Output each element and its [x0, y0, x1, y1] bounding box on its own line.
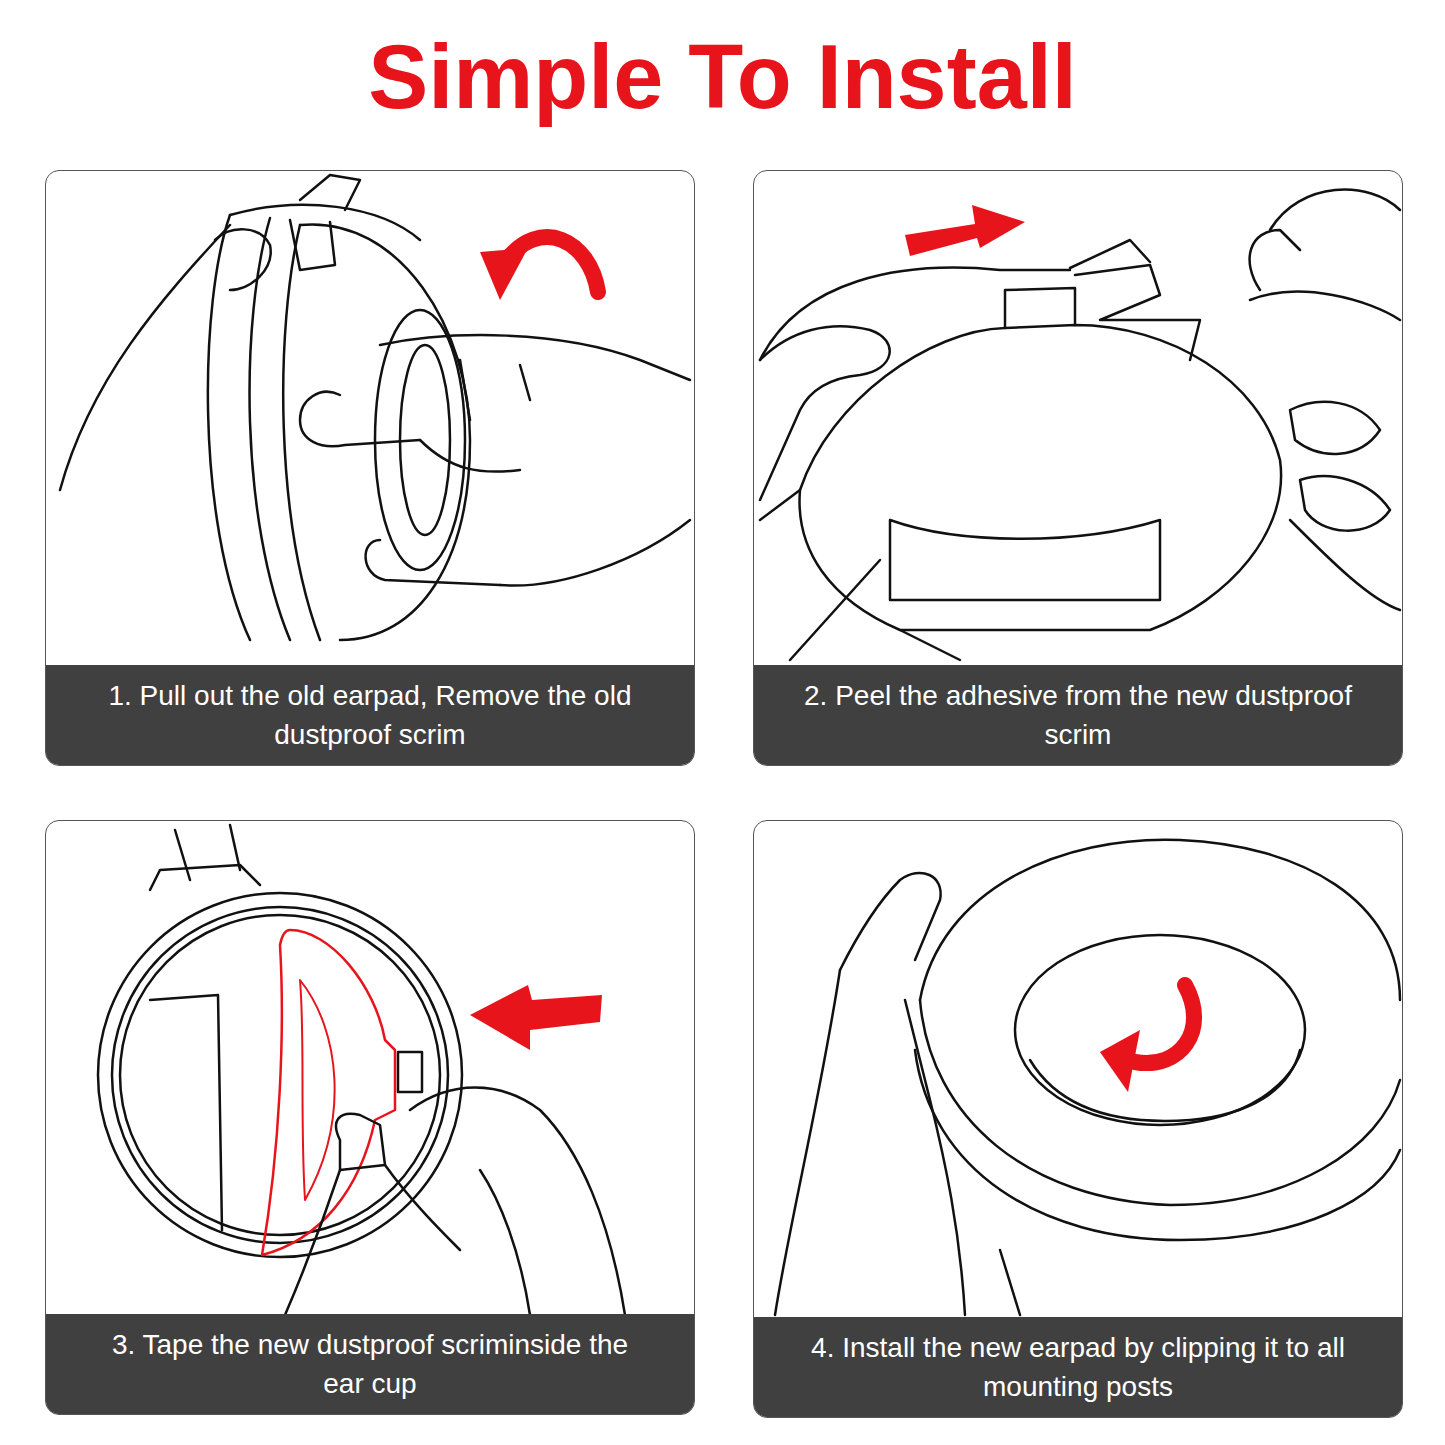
red-curved-arrow: [1100, 985, 1194, 1092]
step-caption: 2. Peel the adhesive from the new dustpr…: [798, 676, 1358, 754]
step-caption: 3. Tape the new dustproof scriminside th…: [90, 1325, 650, 1403]
dustproof-scrim-drawing: [760, 240, 1281, 630]
step-panel: 4. Install the new earpad by clipping it…: [753, 820, 1403, 1418]
hands-drawing: [760, 190, 1400, 660]
step-panel: 2. Peel the adhesive from the new dustpr…: [753, 170, 1403, 766]
red-curved-arrow: [480, 237, 598, 300]
ear-cup-drawing: [98, 825, 462, 1257]
caption-band: 2. Peel the adhesive from the new dustpr…: [754, 665, 1402, 765]
earpad-drawing: [915, 840, 1400, 1240]
headphone-cup-drawing: [208, 175, 470, 640]
red-straight-arrow: [470, 985, 602, 1050]
caption-band: 1. Pull out the old earpad, Remove the o…: [46, 665, 694, 765]
hand-drawing: [775, 873, 1020, 1315]
step-panel: 3. Tape the new dustproof scriminside th…: [45, 820, 695, 1415]
hand-drawing: [60, 225, 690, 586]
step-caption: 4. Install the new earpad by clipping it…: [798, 1328, 1358, 1406]
red-straight-arrow: [905, 205, 1025, 256]
step-caption: 1. Pull out the old earpad, Remove the o…: [90, 676, 650, 754]
page-title: Simple To Install: [0, 22, 1445, 132]
hand-drawing: [285, 1088, 625, 1316]
caption-band: 3. Tape the new dustproof scriminside th…: [46, 1314, 694, 1414]
step-panel: 1. Pull out the old earpad, Remove the o…: [45, 170, 695, 766]
caption-band: 4. Install the new earpad by clipping it…: [754, 1317, 1402, 1417]
